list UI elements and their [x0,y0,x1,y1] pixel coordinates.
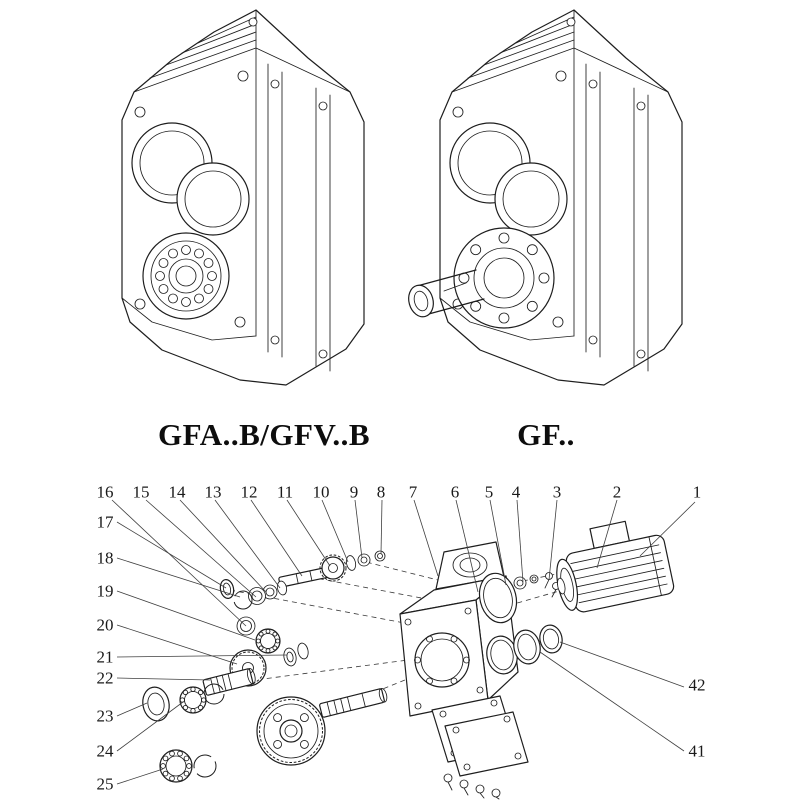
part-callout-7: 7 [408,482,418,502]
model-label-gf: GF.. [517,417,575,452]
part-callout-24: 24 [96,741,114,761]
part-callout-20: 20 [96,615,114,635]
base-plates-and-bolts-art [431,695,529,800]
part-callout-15: 15 [132,482,150,502]
part-callout-25: 25 [96,774,114,794]
gearbox-drawing-gf [408,9,683,386]
retaining-rings-art [486,624,563,675]
input-shaft-parts-art [248,550,386,605]
part-callout-12: 12 [240,482,258,502]
part-callout-8: 8 [376,482,386,502]
part-callout-21: 21 [96,647,114,667]
housing-art [399,541,519,717]
part-callout-11: 11 [276,482,294,502]
callout-leader-lines [111,499,696,785]
part-callout-14: 14 [168,482,186,502]
gear-cluster-art [229,642,309,687]
output-shaft-flange-detail [408,227,555,329]
part-callout-41: 41 [688,741,706,761]
part-callout-5: 5 [484,482,494,502]
part-callout-22: 22 [96,668,114,688]
part-callout-13: 13 [204,482,222,502]
part-callout-3: 3 [552,482,562,502]
model-label-gfab-gfv: GFA..B/GFV..B [157,417,371,452]
output-gear-art [256,687,388,766]
exploded-view-art [111,499,696,800]
part-callout-2: 2 [612,482,622,502]
part-callout-19: 19 [96,581,114,601]
output-bearing-detail [142,232,230,320]
part-callout-9: 9 [349,482,359,502]
output-bearings-art [142,683,225,783]
part-callout-42: 42 [688,675,706,695]
gearbox-drawing-gfab-gfv [121,9,365,386]
part-callout-23: 23 [96,706,114,726]
part-callout-6: 6 [450,482,460,502]
part-callout-1: 1 [692,482,702,502]
part-callout-16: 16 [96,482,114,502]
pinion-shaft-art [202,667,256,696]
part-callout-18: 18 [96,548,114,568]
part-callout-17: 17 [96,512,114,532]
part-callout-4: 4 [511,482,521,502]
part-callout-10: 10 [312,482,330,502]
motor-art [556,520,675,613]
